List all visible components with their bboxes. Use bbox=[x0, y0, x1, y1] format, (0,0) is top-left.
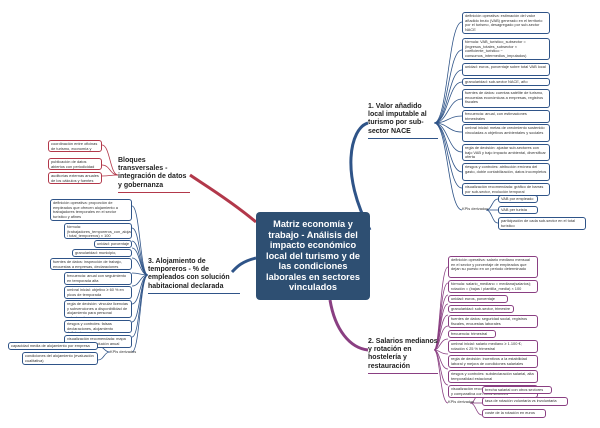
leaf-t3-formula[interactable]: fórmula: (trabajadores_temporeros_con_al… bbox=[64, 223, 132, 239]
topic-salarios-rotacion[interactable]: 2. Salarios medianos y rotación en hoste… bbox=[368, 338, 438, 374]
topic-valor-anadido[interactable]: 1. Valor añadido local imputable al turi… bbox=[368, 103, 438, 139]
leaf-t3-kpi-capacidad[interactable]: capacidad media de alojamiento por empre… bbox=[8, 342, 98, 350]
topic-label: 2. Salarios medianos y rotación en hoste… bbox=[368, 338, 438, 370]
leaf-t1-kpi-participacion[interactable]: participación de cada sub-sector en el t… bbox=[498, 217, 586, 230]
t2-kpi-label[interactable]: KPIs derivados bbox=[448, 399, 475, 404]
leaf-t2-granularidad[interactable]: granularidad: sub-sector, trimestre bbox=[448, 305, 514, 313]
leaf-t1-umbral[interactable]: umbral inicial: metas de crecimiento sos… bbox=[462, 124, 550, 142]
leaf-t4-coordinacion[interactable]: coordinación entre oficinas de turismo, … bbox=[48, 140, 102, 152]
leaf-t3-unidad[interactable]: unidad: porcentaje bbox=[94, 240, 132, 248]
topic-label: 3. Alojamiento de temporeros - % de empl… bbox=[148, 258, 230, 290]
topic1-fan bbox=[433, 21, 499, 224]
topic2-fan bbox=[433, 266, 483, 416]
leaf-t3-regla[interactable]: regla de decisión: vincular licencias y … bbox=[64, 300, 132, 318]
leaf-t1-fuentes[interactable]: fuentes de datos: cuentas satélite de tu… bbox=[462, 89, 550, 108]
leaf-t1-granularidad[interactable]: granularidad: sub-sector NACE, año bbox=[462, 78, 550, 86]
leaf-t3-kpi-condiciones[interactable]: condiciones del alojamiento (evaluación … bbox=[22, 352, 98, 365]
leaf-t2-regla[interactable]: regla de decisión: incentivos a la estab… bbox=[448, 355, 538, 368]
leaf-t2-kpi-tasa[interactable]: tasa de rotación voluntaria vs involunta… bbox=[482, 397, 568, 406]
leaf-t3-frecuencia[interactable]: frecuencia: anual con seguimiento en tem… bbox=[64, 272, 132, 285]
topic-label: 1. Valor añadido local imputable al turi… bbox=[368, 103, 427, 135]
leaf-t3-granularidad[interactable]: granularidad: municipio, temporada bbox=[72, 249, 132, 257]
branch-topic3 bbox=[230, 256, 257, 274]
branch-topic2 bbox=[328, 299, 369, 352]
leaf-t1-frecuencia[interactable]: frecuencia: anual, con estimaciones trim… bbox=[462, 110, 550, 123]
branch-topic4 bbox=[189, 173, 257, 224]
leaf-t2-definicion[interactable]: definición operativa: salario mediano me… bbox=[448, 256, 538, 278]
leaf-t4-publicacion[interactable]: publicación de datos abiertos con period… bbox=[48, 158, 102, 170]
leaf-t2-kpi-brecha[interactable]: brecha salarial con otros sectores bbox=[482, 386, 552, 394]
leaf-t3-fuentes[interactable]: fuentes de datos: inspección de trabajo,… bbox=[50, 258, 132, 270]
topic-label: Bloques transversales - integración de d… bbox=[118, 157, 187, 189]
leaf-t3-definicion[interactable]: definición operativa: proporción de empl… bbox=[50, 199, 132, 221]
leaf-t2-fuentes[interactable]: fuentes de datos: seguridad social, regi… bbox=[448, 315, 538, 328]
topic3-fan bbox=[97, 205, 149, 361]
leaf-t1-kpi-vab-turista[interactable]: VAB per turista bbox=[498, 206, 538, 214]
leaf-t1-riesgos[interactable]: riesgos y controles: atribución errónea … bbox=[462, 163, 550, 181]
leaf-t2-formula[interactable]: fórmula: salario_mediano = mediana(salar… bbox=[448, 280, 538, 293]
topic-alojamiento-temporeros[interactable]: 3. Alojamiento de temporeros - % de empl… bbox=[148, 258, 240, 294]
leaf-t2-unidad[interactable]: unidad: euros, porcentaje bbox=[448, 295, 508, 303]
topic4-fan bbox=[101, 144, 119, 177]
leaf-t1-kpi-vab-empleado[interactable]: VAB por empleado bbox=[498, 195, 538, 203]
leaf-t1-definicion[interactable]: definición operativa: estimación del val… bbox=[462, 12, 550, 34]
leaf-t2-umbral[interactable]: umbral inicial: salario mediano ≥ 1.100 … bbox=[448, 340, 538, 353]
topic-bloques-transversales[interactable]: Bloques transversales - integración de d… bbox=[118, 157, 190, 193]
leaf-t1-unidad[interactable]: unidad: euros, porcentaje sobre total VA… bbox=[462, 63, 550, 76]
leaf-t2-riesgos[interactable]: riesgos y controles: subdeclaración sala… bbox=[448, 370, 538, 383]
leaf-t3-riesgos[interactable]: riesgos y controles: falsas declaracione… bbox=[64, 320, 132, 333]
leaf-t4-auditorias[interactable]: auditorías externas anuales de los cálcu… bbox=[48, 172, 102, 184]
t3-kpi-label[interactable]: KPIs derivados bbox=[110, 349, 137, 354]
leaf-t2-kpi-coste[interactable]: coste de la rotación en euros bbox=[482, 409, 546, 418]
leaf-t1-formula[interactable]: fórmula: VAB_turístico_subsector = (ingr… bbox=[462, 38, 550, 60]
central-topic-label: Matriz economía y trabajo - Análisis del… bbox=[266, 218, 360, 293]
leaf-t3-umbral[interactable]: umbral inicial: objetivo ≥ 60 % en picos… bbox=[64, 286, 132, 299]
leaf-t1-regla[interactable]: regla de decisión: ajustar sub-sectores … bbox=[462, 144, 550, 161]
central-topic[interactable]: Matriz economía y trabajo - Análisis del… bbox=[256, 212, 370, 300]
t1-kpi-label[interactable]: KPIs derivados bbox=[462, 206, 489, 211]
leaf-t2-frecuencia[interactable]: frecuencia: trimestral bbox=[448, 330, 496, 338]
